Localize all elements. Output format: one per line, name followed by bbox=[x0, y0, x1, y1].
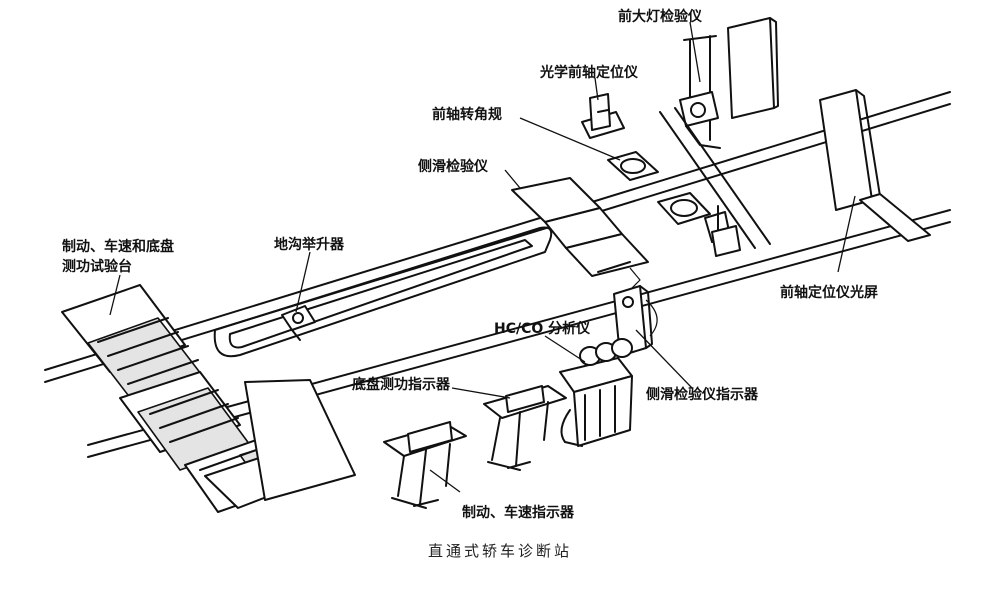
label-dyno-line1: 制动、车速和底盘 bbox=[62, 239, 174, 255]
hc-co-analyzer bbox=[559, 338, 633, 447]
brake-speed-indicator-desk bbox=[383, 421, 467, 509]
figure-caption: 直通式轿车诊断站 bbox=[427, 542, 572, 560]
leader-lines bbox=[109, 21, 856, 493]
dyno-test-bench bbox=[61, 284, 356, 513]
label-sideslip-tester: 侧滑检验仪 bbox=[418, 159, 488, 175]
turn-gauge-rear bbox=[657, 192, 741, 257]
label-optical-front-axle: 光学前轴定位仪 bbox=[540, 65, 638, 81]
label-headlight-tester: 前大灯检验仪 bbox=[618, 9, 702, 25]
headlight-tester bbox=[659, 17, 779, 249]
optical-axle-device bbox=[581, 93, 625, 139]
inspection-pit bbox=[213, 226, 553, 358]
turn-gauge-front bbox=[607, 151, 659, 181]
label-chassis-dyno-indicator: 底盘测功指示器 bbox=[352, 377, 450, 393]
label-sideslip-indicator: 侧滑检验仪指示器 bbox=[646, 387, 758, 403]
label-dyno-line2: 测功试验台 bbox=[62, 259, 132, 275]
chassis-dyno-indicator-desk bbox=[483, 385, 567, 471]
label-front-axle-screen: 前轴定位仪光屏 bbox=[780, 285, 878, 301]
label-front-axle-turn-gauge: 前轴转角规 bbox=[432, 107, 502, 123]
sideslip-plates bbox=[511, 177, 649, 291]
label-pit-lift: 地沟举升器 bbox=[274, 237, 344, 253]
alignment-light-screen bbox=[819, 89, 931, 242]
label-hc-co-analyzer: HC/CO 分析仪 bbox=[494, 321, 591, 337]
label-brake-speed-indicator: 制动、车速指示器 bbox=[462, 505, 574, 521]
